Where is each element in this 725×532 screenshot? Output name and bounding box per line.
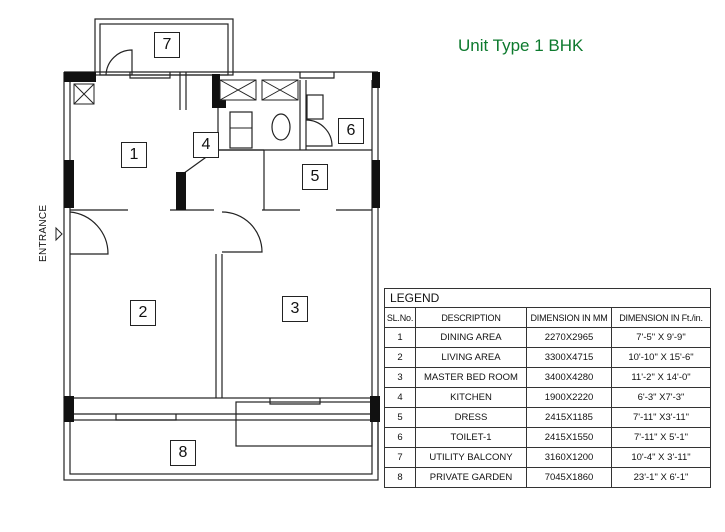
unit-title: Unit Type 1 BHK <box>458 36 584 55</box>
table-cell: 3160X1200 <box>526 447 612 468</box>
bedroom-door <box>221 211 263 253</box>
table-cell: 3400X4280 <box>526 367 612 388</box>
table-cell: 7 <box>384 447 416 468</box>
table-cell: UTILITY BALCONY <box>415 447 527 468</box>
table-cell: KITCHEN <box>415 387 527 408</box>
table-cell: 2270X2965 <box>526 327 612 348</box>
table-cell: 6'-3" X7'-3" <box>611 387 711 408</box>
room-label-1: 1 <box>121 142 147 168</box>
table-cell: PRIVATE GARDEN <box>415 467 527 488</box>
table-cell: 7045X1860 <box>526 467 612 488</box>
table-cell: 3300X4715 <box>526 347 612 368</box>
legend-header-row: SL.No. DESCRIPTION DIMENSION IN MM DIMEN… <box>384 307 711 328</box>
table-cell: 2415X1550 <box>526 427 612 448</box>
utility-balcony-inner <box>99 23 229 76</box>
table-cell: 10'-10" X 15'-6" <box>611 347 711 368</box>
table-cell: 7'-11" X 5'-1" <box>611 427 711 448</box>
balcony-door <box>105 49 133 76</box>
table-cell: 7'-5" X 9'-9" <box>611 327 711 348</box>
legend-caption: LEGEND <box>384 288 711 308</box>
room-label-2: 2 <box>130 300 156 326</box>
entrance-label: ENTRANCE <box>38 204 49 262</box>
table-cell: 1 <box>384 327 416 348</box>
table-cell: 7'-11" X3'-11" <box>611 407 711 428</box>
table-cell: 2 <box>384 347 416 368</box>
outer-wall <box>63 71 379 470</box>
room-label-6: 6 <box>338 118 364 144</box>
table-cell: LIVING AREA <box>415 347 527 368</box>
room-label-7: 7 <box>154 32 180 58</box>
washbasin <box>271 113 291 141</box>
table-cell: DRESS <box>415 407 527 428</box>
table-cell: TOILET-1 <box>415 427 527 448</box>
private-garden-outline <box>63 397 379 481</box>
table-cell: 6 <box>384 427 416 448</box>
legend-header-ftin: DIMENSION IN Ft./in. <box>611 307 711 328</box>
table-cell: 1900X2220 <box>526 387 612 408</box>
legend-header-mm: DIMENSION IN MM <box>526 307 612 328</box>
table-cell: MASTER BED ROOM <box>415 367 527 388</box>
room-label-5: 5 <box>302 164 328 190</box>
room-label-8: 8 <box>170 440 196 466</box>
legend-header-slno: SL.No. <box>384 307 416 328</box>
table-cell: 23'-1" X 6'-1" <box>611 467 711 488</box>
table-cell: 8 <box>384 467 416 488</box>
table-cell: 2415X1185 <box>526 407 612 428</box>
table-cell: 5 <box>384 407 416 428</box>
room-label-3: 3 <box>282 296 308 322</box>
table-cell: 10'-4" X 3'-11" <box>611 447 711 468</box>
toilet-door <box>305 119 333 147</box>
table-cell: 11'-2" X 14'-0" <box>611 367 711 388</box>
table-cell: 4 <box>384 387 416 408</box>
legend-header-description: DESCRIPTION <box>415 307 527 328</box>
table-cell: DINING AREA <box>415 327 527 348</box>
entrance-door <box>69 211 109 255</box>
wc <box>306 94 324 120</box>
table-cell: 3 <box>384 367 416 388</box>
legend-table: LEGEND SL.No. DESCRIPTION DIMENSION IN M… <box>384 288 711 488</box>
room-label-4: 4 <box>193 132 219 158</box>
